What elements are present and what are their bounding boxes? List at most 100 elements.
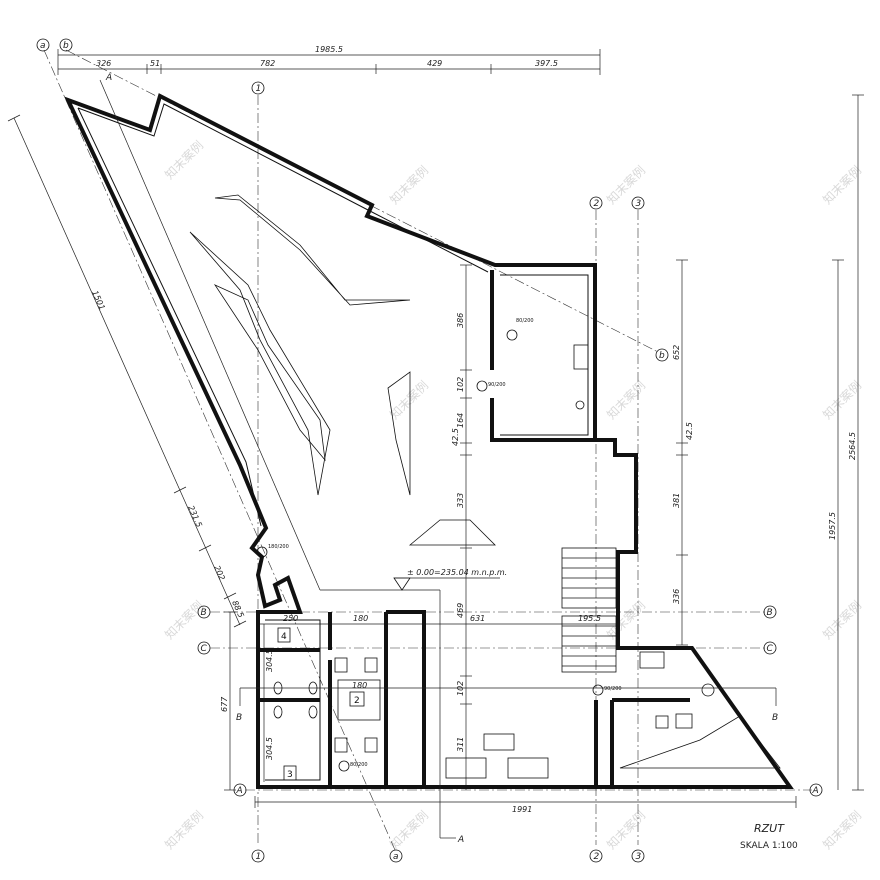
stairs — [561, 547, 617, 673]
dim-center: 311 — [456, 737, 465, 752]
watermark-text: 知末案例 — [820, 378, 865, 423]
axis-label: b — [659, 351, 665, 361]
dim-center: 102 — [456, 681, 465, 696]
dim-interior: 631 — [470, 614, 485, 623]
axis-label: C — [201, 644, 208, 654]
axis-markers: 1 1 2 2 3 3 B B C C — [36, 38, 823, 863]
watermark-text: 知末案例 — [162, 598, 207, 643]
top-dimensions: 1985.5 326 51 782 429 397.5 — [57, 45, 601, 75]
watermark-text: 知末案例 — [162, 808, 207, 853]
dim-diagonal-b: 202 — [212, 564, 226, 582]
dim-center: 386 — [456, 313, 465, 328]
axis-label: 3 — [636, 852, 642, 862]
axis-label: A — [236, 786, 243, 796]
dim-right-upper: 652 — [672, 345, 681, 360]
dim-right-partial: 1957.5 — [828, 512, 837, 540]
dim-left-upper: 304.5 — [265, 649, 274, 672]
dim-diagonal-a: 231.5 — [186, 504, 204, 529]
dim-right-mid-c: 336 — [672, 589, 681, 604]
watermark-text: 知末案例 — [604, 163, 649, 208]
dim-center: 102 — [456, 377, 465, 392]
dim-right-mid-a: 42.5 — [685, 422, 694, 440]
furniture — [445, 344, 781, 779]
axis-label: C — [767, 644, 774, 654]
dim-center: 164 — [456, 413, 465, 428]
axis-label: 2 — [594, 199, 600, 209]
watermark-text: 知末案例 — [604, 598, 649, 643]
axis-label: b — [63, 41, 69, 51]
axis-label: B — [767, 608, 773, 618]
axis-marker-b: b b — [59, 38, 669, 362]
watermark-text: 知末案例 — [604, 378, 649, 423]
dim-right-overall: 2564.5 — [848, 432, 857, 460]
dim-interior: 250 — [283, 614, 298, 623]
dim-interior: 195.5 — [578, 614, 601, 623]
dim-segment: 782 — [260, 59, 275, 68]
dim-diagonal-c: 88.5 — [230, 599, 245, 619]
dim-segment: 429 — [427, 59, 442, 68]
room-number: 2 — [354, 696, 360, 706]
axis-marker-a: a a — [36, 38, 403, 863]
section-label: B — [236, 713, 242, 723]
axis-label: A — [812, 786, 819, 796]
door-label: 180/200 — [268, 544, 289, 550]
interior-walls — [258, 270, 690, 787]
section-label: A — [105, 73, 112, 83]
door-label: 90/200 — [604, 686, 622, 692]
axis-marker-3: 3 3 — [631, 196, 645, 863]
section-cuts: A A B B — [99, 73, 778, 845]
axis-marker-1: 1 1 — [251, 81, 265, 863]
axis-marker-B: B B — [197, 605, 777, 619]
watermark-text: 知末案例 — [820, 163, 865, 208]
dim-overall-top: 1985.5 — [315, 45, 343, 54]
watermark-text: 知末案例 — [387, 163, 432, 208]
dim-bottom: 1991 — [512, 805, 532, 814]
dim-center: 333 — [456, 493, 465, 508]
room-number: 3 — [287, 770, 293, 780]
door-labels: 80/200 90/200 180/200 90/200 80/200 — [256, 318, 622, 772]
room-number: 4 — [281, 632, 287, 642]
axis-marker-2: 2 2 — [589, 196, 603, 863]
diagonal-dimensions: 1501 231.5 202 88.5 — [7, 114, 247, 628]
right-dimensions: 2564.5 1957.5 652 42.5 381 336 — [672, 94, 864, 791]
dim-interior: 180 — [353, 614, 368, 623]
drawing-scale: SKALA 1:100 — [740, 841, 798, 851]
dim-center: 42.5 — [451, 428, 460, 446]
door-label: 80/200 — [350, 762, 368, 768]
section-label: A — [457, 835, 464, 845]
exterior-walls — [64, 93, 794, 789]
room-numbers: 4 2 3 — [277, 627, 365, 781]
dim-interior: 180 — [352, 681, 367, 690]
dim-left-lower: 304.5 — [265, 737, 274, 760]
axis-label: 2 — [594, 852, 600, 862]
dim-segment: 326 — [96, 59, 111, 68]
watermark-text: 知末案例 — [162, 138, 207, 183]
axis-label: B — [201, 608, 207, 618]
dim-center: 469 — [456, 603, 465, 618]
sculptural-elements — [189, 194, 496, 546]
door-label: 90/200 — [488, 382, 506, 388]
center-dimensions: 386 102 164 42.5 333 469 102 311 — [451, 264, 472, 790]
level-mark: ± 0.00=235.04 m.n.p.m. — [393, 568, 507, 591]
dim-right-mid-b: 381 — [672, 493, 681, 508]
bottom-dimension: 1991 — [254, 796, 797, 814]
drawing-title: RZUT — [754, 822, 785, 835]
dim-left-overall: 677 — [220, 696, 229, 712]
axis-marker-C: C C — [197, 641, 777, 655]
section-label: B — [772, 713, 778, 723]
dim-diagonal-main: 1501 — [90, 289, 107, 311]
watermark-text: 知末案例 — [820, 598, 865, 643]
interior-dimensions: 250 180 631 195.5 180 — [258, 614, 618, 690]
dim-segment: 397.5 — [535, 59, 558, 68]
axis-label: 3 — [636, 199, 642, 209]
grid-axes — [43, 49, 812, 851]
axis-label: 1 — [256, 84, 262, 94]
door-label: 80/200 — [516, 318, 534, 324]
axis-label: 1 — [256, 852, 262, 862]
title-block: RZUT SKALA 1:100 — [740, 822, 798, 851]
axis-label: a — [40, 41, 46, 51]
watermark-text: 知末案例 — [820, 808, 865, 853]
watermark-text: 知末案例 — [604, 808, 649, 853]
level-mark-text: ± 0.00=235.04 m.n.p.m. — [407, 568, 507, 577]
